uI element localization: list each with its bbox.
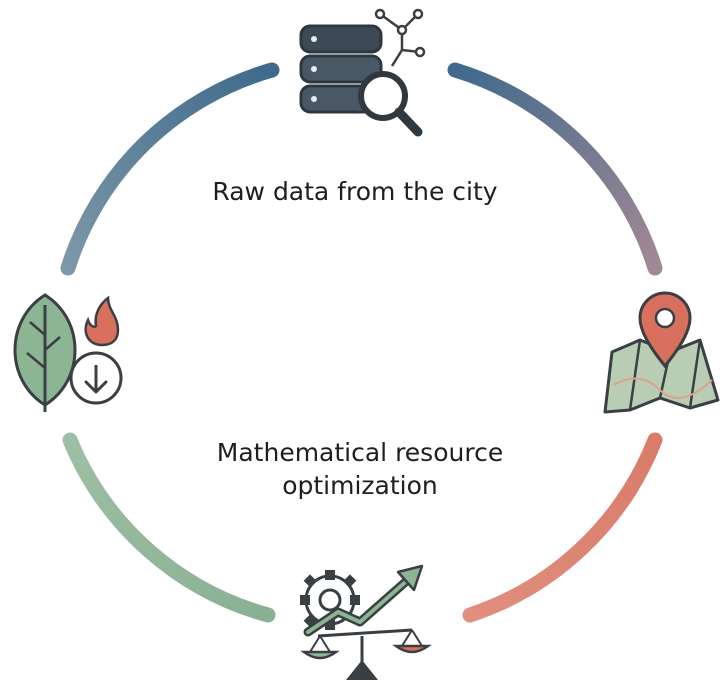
database-search-icon	[299, 8, 426, 137]
gear-growth-balance-icon	[300, 564, 432, 680]
arc-top-right	[447, 62, 663, 276]
label-optimization-line2: optimization	[282, 471, 438, 500]
map-pin-icon	[603, 291, 720, 414]
label-optimization: Mathematical resource optimization	[120, 436, 600, 502]
leaf-fire-reduction-icon	[13, 293, 123, 412]
label-optimization-line1: Mathematical resource	[216, 438, 504, 467]
arc-bottom-right	[462, 432, 663, 623]
arc-top-left	[60, 62, 280, 276]
arc-bottom-left	[62, 432, 276, 623]
label-raw-data: Raw data from the city	[212, 177, 498, 206]
